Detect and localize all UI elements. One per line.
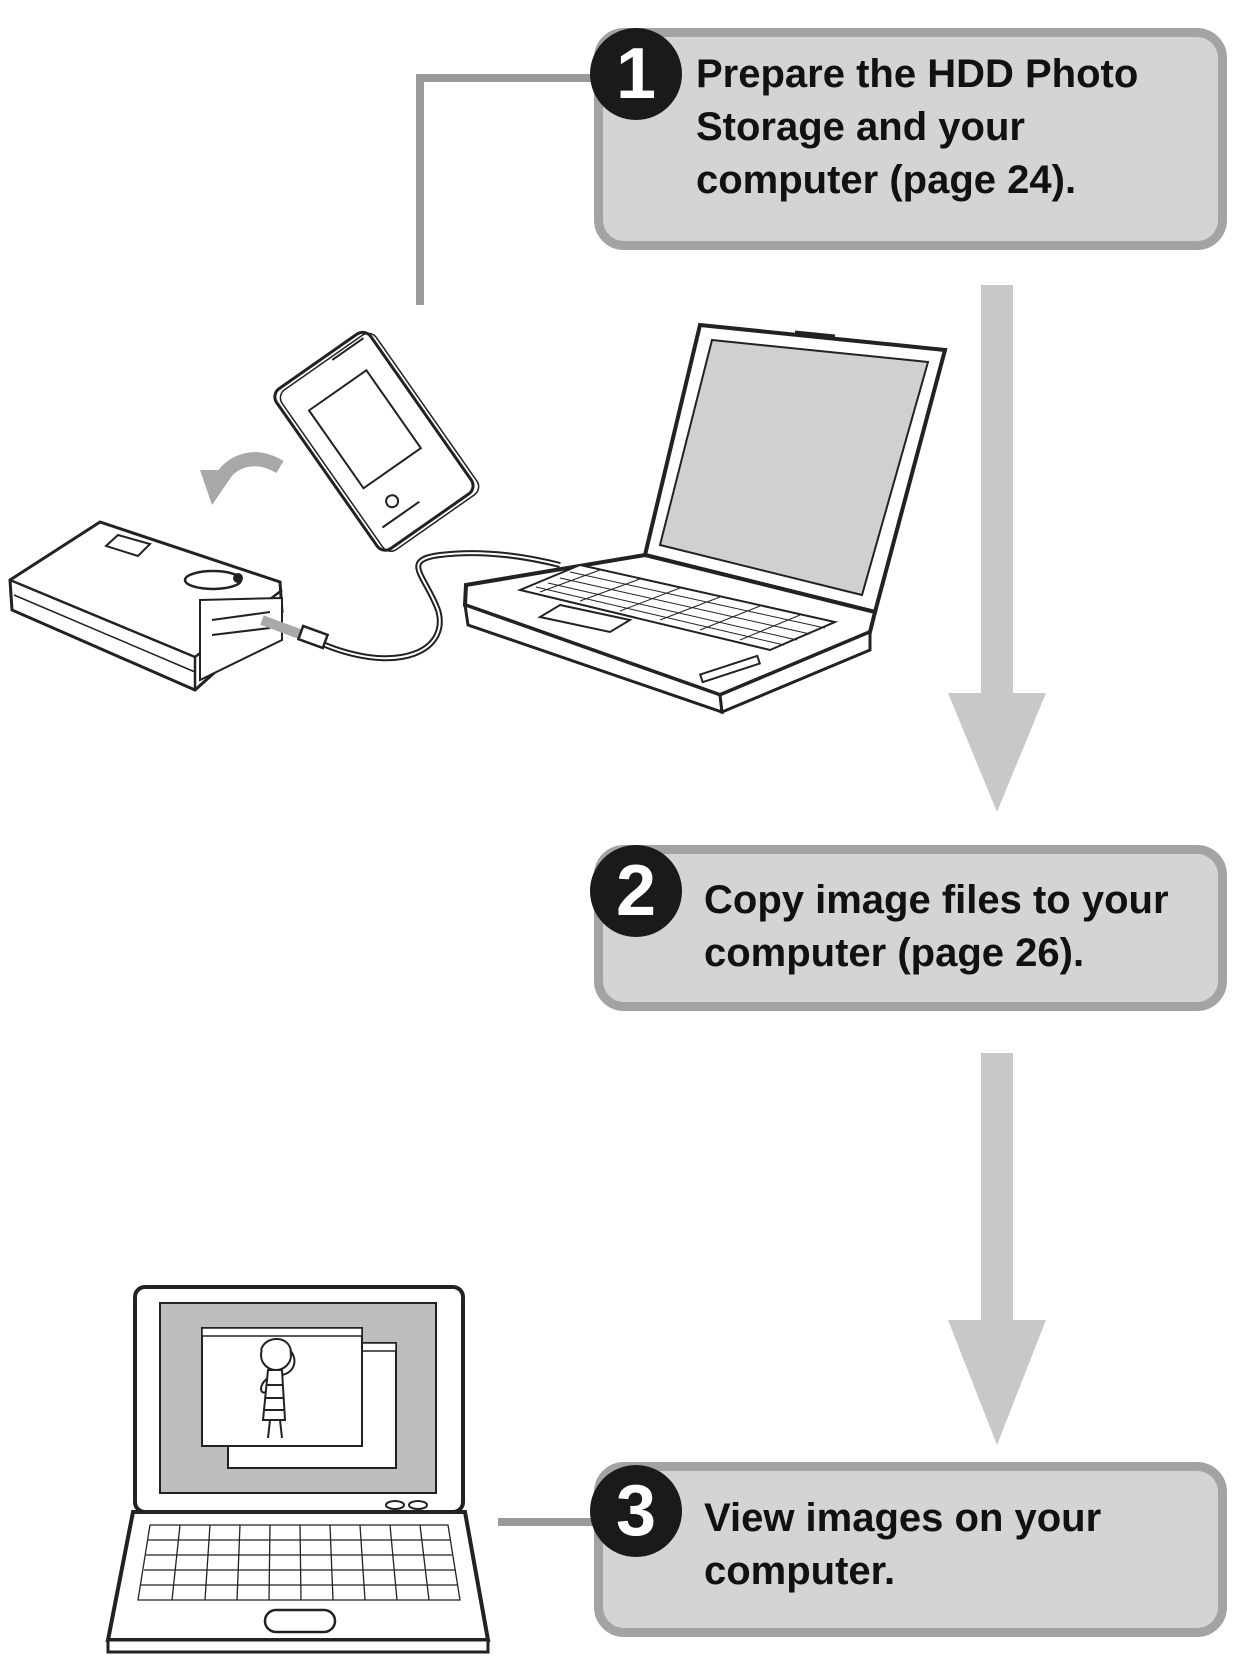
step-3-number-badge: 3 [590, 1465, 682, 1557]
step-3-text: View images on your computer. [704, 1496, 1102, 1593]
step1-connector-line [416, 74, 600, 305]
memory-stick-icon [273, 330, 480, 552]
laptop-icon [462, 322, 948, 715]
arrow-down-icon [948, 1053, 1046, 1445]
step-3-box [594, 1462, 1227, 1637]
girl-figure-icon [260, 1338, 296, 1439]
step-2-number-badge: 2 [590, 845, 682, 937]
laptop-viewer-icon [105, 1285, 491, 1654]
step-1-text: Prepare the HDD Photo Storage and your c… [696, 52, 1139, 202]
hdd-photo-storage-icon [8, 520, 284, 692]
step-2-text: Copy image files to your computer (page … [704, 878, 1169, 975]
step-1-number-badge: 1 [590, 28, 682, 120]
usb-cable-icon [260, 550, 561, 662]
step-1-box [594, 28, 1227, 250]
arrow-down-icon [948, 285, 1046, 812]
insert-arrow-icon [200, 452, 284, 505]
step-2-box [594, 845, 1227, 1011]
